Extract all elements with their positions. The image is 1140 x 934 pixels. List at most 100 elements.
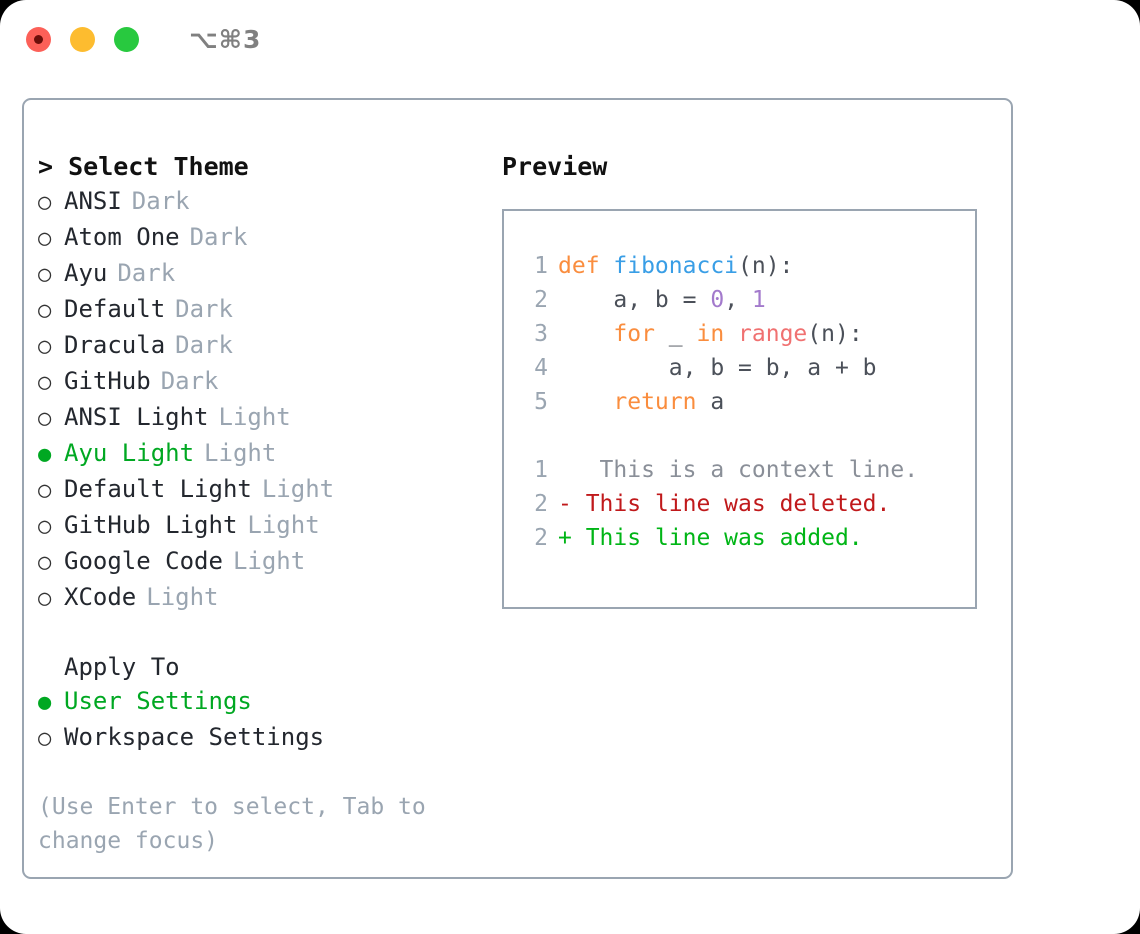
code-token: a, b = xyxy=(558,287,711,313)
theme-list-item[interactable]: ● Ayu Light Light xyxy=(38,436,488,472)
code-token: (n): xyxy=(738,253,794,279)
spacer xyxy=(522,419,975,453)
apply-to-option[interactable]: ○Workspace Settings xyxy=(38,720,488,756)
theme-variant-label: Dark xyxy=(160,367,219,395)
code-token: 0 xyxy=(710,287,725,313)
code-line-text: a, b = 0, 1 xyxy=(548,283,766,317)
code-token: , xyxy=(724,287,752,313)
code-token xyxy=(724,321,738,347)
theme-variant-label: Light xyxy=(247,511,320,539)
theme-variant-label: Dark xyxy=(189,223,248,251)
code-token: _ xyxy=(654,321,697,347)
diff-line-content: + This line was added. xyxy=(548,521,863,555)
radio-unselected-icon: ○ xyxy=(38,586,52,611)
theme-name: Ayu xyxy=(64,259,108,287)
radio-unselected-icon: ○ xyxy=(38,226,52,251)
line-number: 2 xyxy=(534,525,548,551)
preview-title: Preview xyxy=(502,152,608,181)
theme-name: GitHub xyxy=(64,367,151,395)
theme-list-item[interactable]: ○ Ayu Dark xyxy=(38,256,488,292)
diff-line: 2- This line was deleted. xyxy=(522,487,975,521)
theme-name: GitHub Light xyxy=(64,511,238,539)
code-token: a, b = b, a + b xyxy=(558,355,877,381)
theme-variant-label: Dark xyxy=(175,331,233,359)
radio-unselected-icon: ○ xyxy=(38,262,52,287)
radio-unselected-icon: ○ xyxy=(38,406,52,431)
theme-name: ANSI xyxy=(64,187,122,215)
code-line-text: a, b = b, a + b xyxy=(548,351,877,385)
theme-list-item[interactable]: ○ Google Code Light xyxy=(38,544,488,580)
code-token: (n): xyxy=(807,321,863,347)
code-line: 4 a, b = b, a + b xyxy=(522,351,975,385)
line-number: 4 xyxy=(534,355,548,381)
theme-variant-label: Dark xyxy=(175,295,233,323)
code-line: 5 return a xyxy=(522,385,975,419)
theme-list-item[interactable]: ○ GitHub Light Light xyxy=(38,508,488,544)
zoom-button-icon[interactable] xyxy=(114,26,139,52)
code-token xyxy=(558,321,613,347)
code-token: fibonacci xyxy=(613,253,739,279)
diff-line: 1 This is a context line. xyxy=(522,453,975,487)
line-number: 3 xyxy=(534,321,548,347)
theme-variant-label: Light xyxy=(204,439,277,467)
code-token: return xyxy=(613,389,697,415)
title-bar: ⌥⌘3 xyxy=(0,0,1140,78)
code-line-text: return a xyxy=(548,385,724,419)
code-token: for xyxy=(613,321,655,347)
recording-indicator-icon xyxy=(34,34,43,44)
line-number: 2 xyxy=(534,491,548,517)
code-token: def xyxy=(558,253,614,279)
keyboard-shortcut-label: ⌥⌘3 xyxy=(189,24,262,54)
diff-line: 2+ This line was added. xyxy=(522,521,975,555)
radio-unselected-icon: ○ xyxy=(38,550,52,575)
code-token: 1 xyxy=(751,287,766,313)
diff-text: This line was deleted. xyxy=(571,491,891,517)
theme-variant-label: Dark xyxy=(117,259,176,287)
line-number: 5 xyxy=(534,389,548,415)
diff-text: This is a context line. xyxy=(571,457,919,483)
diff-text: This line was added. xyxy=(571,525,863,551)
theme-variant-label: Light xyxy=(232,547,306,575)
code-line-text: for _ in range(n): xyxy=(548,317,863,351)
code-token: in xyxy=(696,321,725,347)
theme-name: Atom One xyxy=(64,223,180,251)
theme-name: XCode xyxy=(64,583,137,611)
line-number: 1 xyxy=(534,253,548,279)
theme-variant-label: Light xyxy=(218,403,291,431)
radio-unselected-icon: ○ xyxy=(38,514,52,539)
code-token: a xyxy=(696,389,725,415)
radio-selected-icon: ● xyxy=(38,442,52,467)
code-line: 1 def fibonacci(n): xyxy=(522,249,975,283)
radio-unselected-icon: ○ xyxy=(38,478,52,503)
diff-line-content: This is a context line. xyxy=(548,453,919,487)
minimize-button-icon[interactable] xyxy=(70,26,95,52)
theme-list-item[interactable]: ○ Atom One Dark xyxy=(38,220,488,256)
theme-variant-label: Light xyxy=(261,475,335,503)
traffic-light-buttons xyxy=(26,26,139,52)
radio-selected-icon: ● xyxy=(38,690,52,715)
theme-name: Ayu Light xyxy=(64,439,195,467)
diff-sign xyxy=(558,457,572,483)
close-button-icon[interactable] xyxy=(26,26,51,52)
line-number: 2 xyxy=(534,287,548,313)
apply-to-title: Apply To xyxy=(64,653,180,681)
theme-name: Dracula xyxy=(64,331,166,359)
apply-to-section: Apply To ● User Settings ○Workspace Settin… xyxy=(38,650,488,756)
apply-to-label: User Settings xyxy=(64,687,252,715)
apply-to-option[interactable]: ● User Settings xyxy=(38,684,488,720)
diff-sample: 1 This is a context line.2- This line wa… xyxy=(522,453,975,555)
theme-name: Google Code xyxy=(64,547,223,575)
keyboard-hint-text: (Use Enter to select, Tab to change focu… xyxy=(38,794,426,854)
diff-sign: + xyxy=(558,525,572,551)
